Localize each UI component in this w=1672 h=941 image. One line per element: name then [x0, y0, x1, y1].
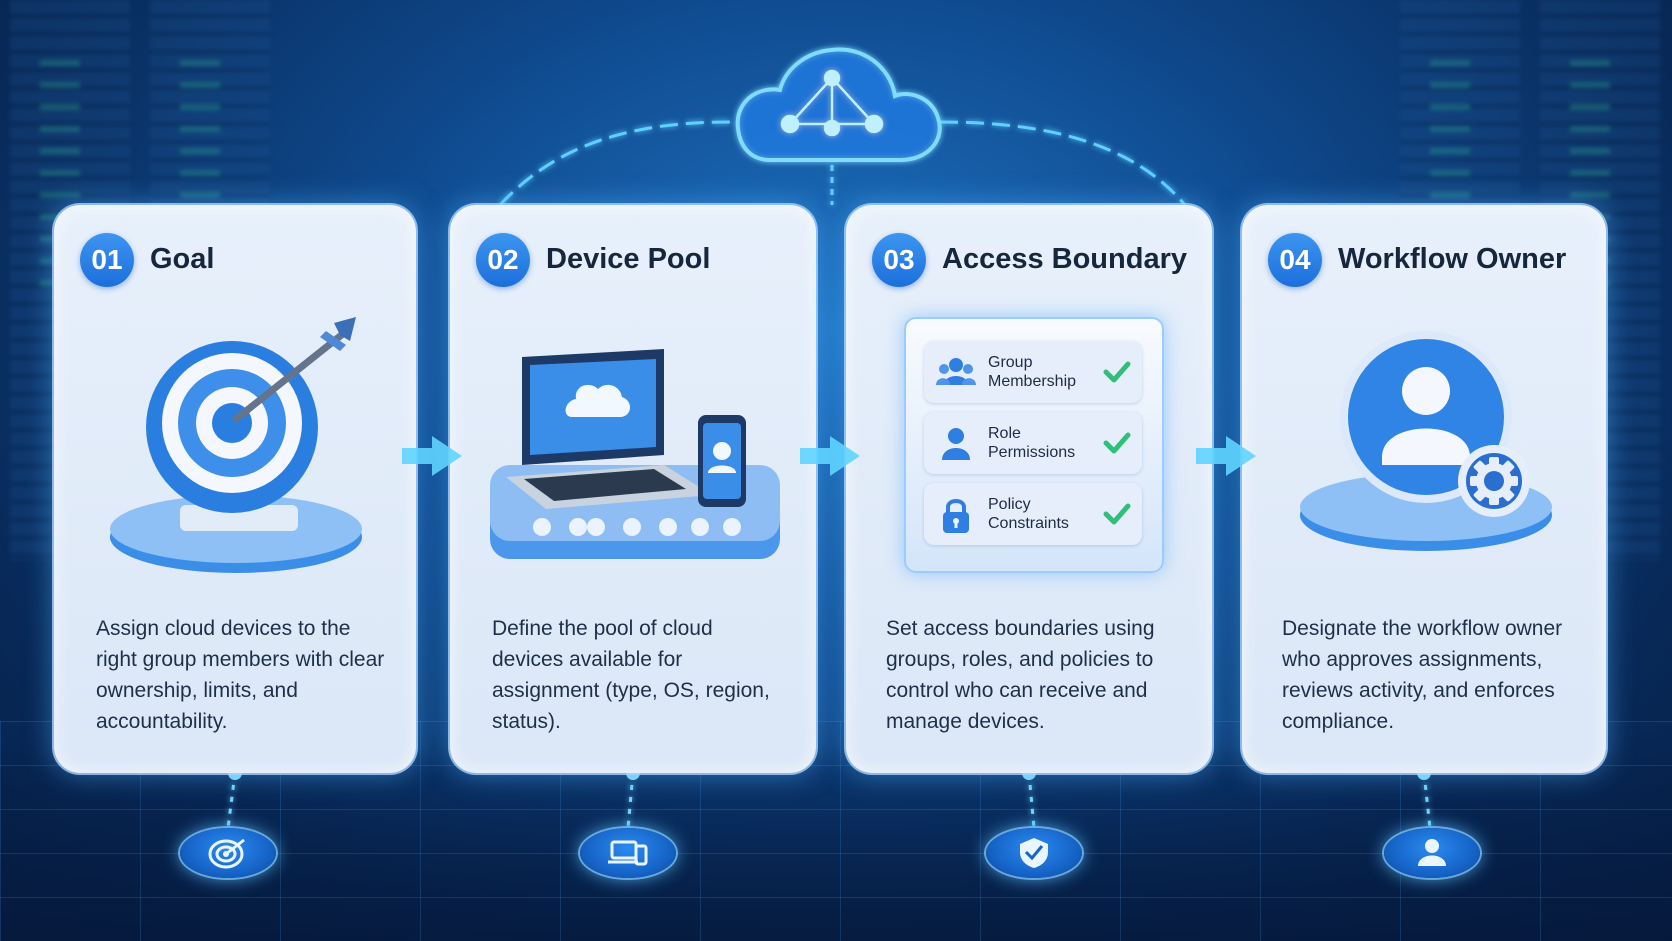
- user-gear-icon: [1300, 331, 1552, 551]
- step-card-workflow-owner: 04 Workflow Owner Designate the workflow…: [1242, 205, 1606, 773]
- checklist-item: Policy Constraints: [924, 483, 1142, 545]
- checklist-item: Group Membership: [924, 341, 1142, 403]
- group-icon: [936, 358, 976, 385]
- step-card-access-boundary: 03 Access Boundary Group Membership Role…: [846, 205, 1212, 773]
- laptop-phone-icon: [608, 840, 648, 866]
- chevron-right-icon: [1196, 436, 1256, 476]
- step-number: 04: [1268, 233, 1322, 287]
- chevron-right-icon: [402, 436, 462, 476]
- checklist-label: Policy Constraints: [988, 496, 1069, 532]
- step-card-device-pool: 02 Device Pool Define the pool of cloud …: [450, 205, 816, 773]
- step-card-goal: 01 Goal Assign cloud devices to the righ…: [54, 205, 416, 773]
- step-description: Define the pool of cloud devices availab…: [492, 617, 770, 733]
- chevron-right-icon: [800, 436, 860, 476]
- checklist-label: Group Membership: [988, 354, 1077, 390]
- step-number: 03: [872, 233, 926, 287]
- check-icon: [1103, 503, 1131, 525]
- check-icon: [1103, 361, 1131, 383]
- laptop-phone-icon: [490, 349, 780, 559]
- check-icon: [1103, 432, 1131, 454]
- step-description: Assign cloud devices to the right group …: [96, 617, 385, 733]
- step-description: Set access boundaries using groups, role…: [886, 617, 1155, 733]
- target-icon: [110, 317, 362, 573]
- step-description: Designate the workflow owner who approve…: [1282, 617, 1563, 733]
- step-number: 01: [80, 233, 134, 287]
- user-icon: [1418, 839, 1446, 866]
- access-checklist-panel: Group Membership Role Permissions Policy…: [904, 317, 1164, 573]
- shield-node: [986, 828, 1082, 878]
- shield-icon: [1020, 838, 1048, 868]
- step-title: Device Pool: [546, 243, 711, 275]
- lock-icon: [943, 499, 969, 533]
- step-title: Access Boundary: [942, 243, 1187, 275]
- step-number: 02: [476, 233, 530, 287]
- target-icon: [208, 838, 245, 869]
- target-node: [180, 828, 276, 878]
- checklist-item: Role Permissions: [924, 412, 1142, 474]
- checklist-label: Role Permissions: [988, 425, 1076, 461]
- step-title: Goal: [150, 243, 215, 275]
- user-icon: [942, 428, 970, 460]
- step-title: Workflow Owner: [1338, 243, 1567, 275]
- device-node: [580, 828, 676, 878]
- user-node: [1384, 828, 1480, 878]
- cloud-network-icon: [735, 47, 942, 162]
